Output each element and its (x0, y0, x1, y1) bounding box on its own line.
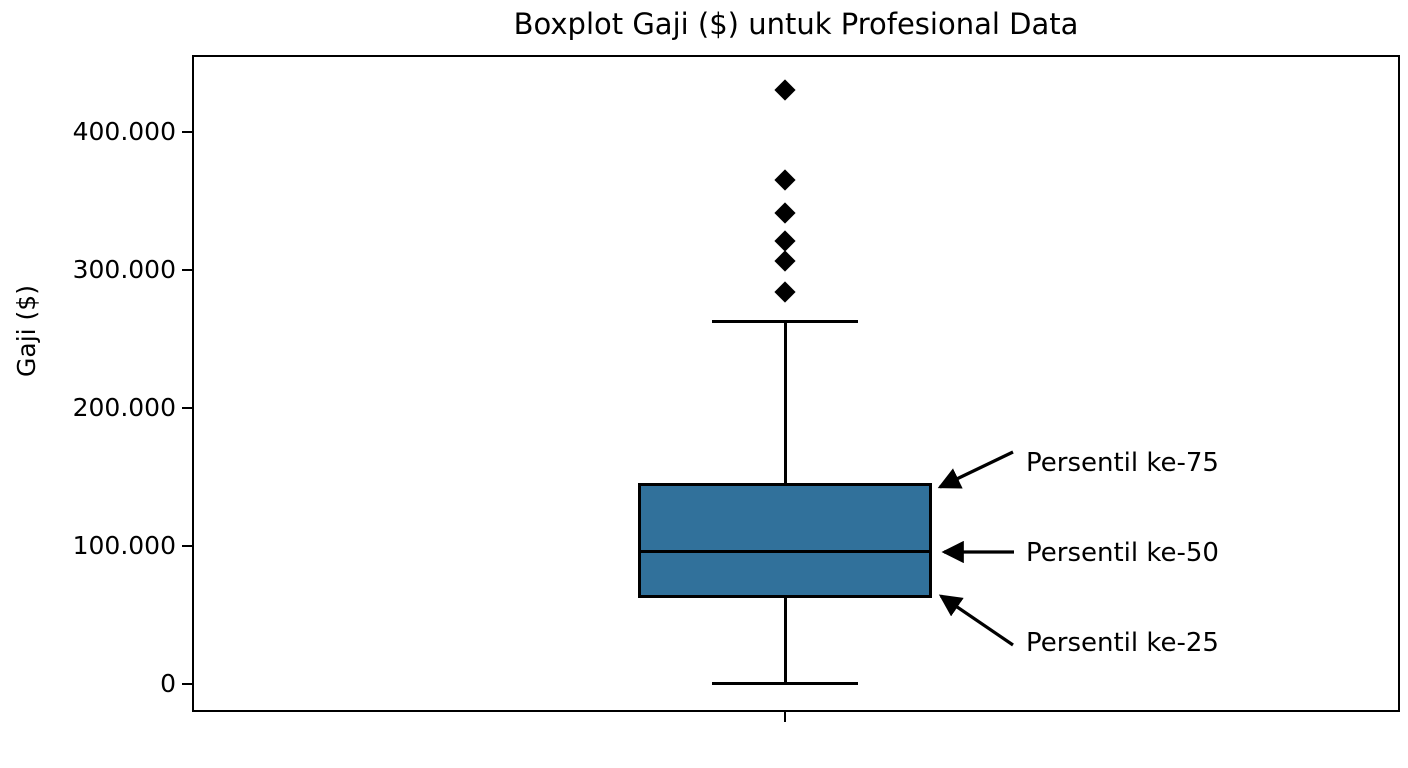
x-tick-mark (784, 711, 786, 722)
whisker-cap-lower (712, 682, 858, 685)
annotation-label-p75: Persentil ke-75 (1026, 448, 1219, 478)
y-tick-mark-2 (182, 407, 193, 409)
median-line (638, 550, 932, 554)
y-tick-label-2: 200.000 (72, 393, 176, 422)
annotation-label-p50: Persentil ke-50 (1026, 538, 1219, 568)
chart-title: Boxplot Gaji ($) untuk Profesional Data (513, 7, 1079, 41)
box-iqr (638, 483, 932, 598)
plot-area (192, 55, 1400, 712)
whisker-stem-upper (783, 321, 787, 484)
whisker-stem-lower (783, 597, 787, 684)
y-tick-label-4: 400.000 (72, 117, 176, 146)
annotation-label-p25: Persentil ke-25 (1026, 628, 1219, 658)
y-tick-label-3: 300.000 (72, 255, 176, 284)
y-axis-label: Gaji ($) (12, 285, 41, 377)
y-tick-mark-4 (182, 131, 193, 133)
y-tick-mark-0 (182, 683, 193, 685)
y-tick-label-0: 0 (160, 669, 176, 698)
y-tick-label-1: 100.000 (72, 531, 176, 560)
y-tick-mark-3 (182, 269, 193, 271)
y-tick-mark-1 (182, 545, 193, 547)
